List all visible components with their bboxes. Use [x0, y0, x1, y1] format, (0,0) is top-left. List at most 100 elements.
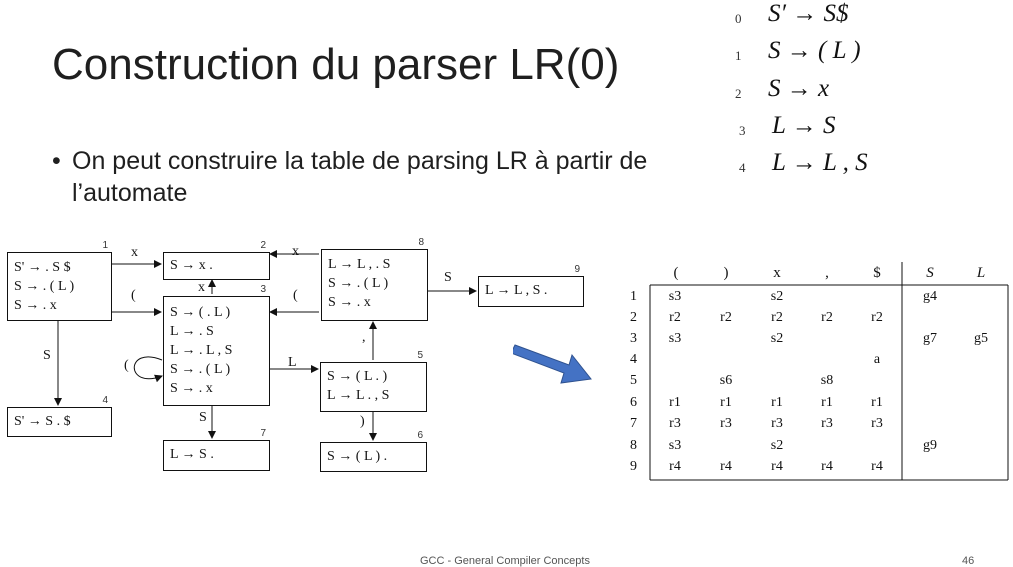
grammar-rule: L → S [772, 112, 836, 139]
table-cell [956, 413, 1006, 434]
table-cell: r3 [871, 416, 883, 431]
table-cell: r1 [720, 395, 732, 410]
self-loop-arrow [133, 356, 163, 383]
state-number: 9 [630, 459, 637, 474]
table-cell [802, 328, 852, 349]
table-cell [905, 349, 955, 370]
table-cell [802, 435, 852, 456]
lr-item: S' → . S $ [14, 260, 71, 275]
transition-label: , [362, 330, 366, 345]
state-number: 3 [630, 331, 637, 346]
table-cell [852, 435, 902, 456]
column-header: ) [723, 265, 729, 281]
slide-title: Construction du parser LR(0) [52, 40, 620, 89]
table-cell [956, 349, 1006, 370]
column-header: $ [873, 265, 881, 281]
table-cell [701, 349, 751, 370]
table-cell: s8 [820, 373, 834, 388]
table-cell: r3 [669, 416, 681, 431]
rule-number: 1 [735, 48, 742, 63]
lr-item: L → . L , S [170, 343, 233, 358]
automaton-arrows [54, 250, 477, 441]
table-cell: r3 [771, 416, 783, 431]
column-header: L [976, 265, 986, 281]
lr-item: S → ( . L ) [170, 305, 231, 320]
transition-label: S [199, 410, 207, 425]
state-1: 1 S' → . S $ S → . ( L ) S → . x [7, 240, 112, 321]
lr-item: S → x . [170, 258, 213, 273]
column-header: S [926, 265, 934, 281]
state-number: 4 [630, 352, 637, 367]
state-2: 2 S → x . [163, 240, 270, 280]
table-cell: g9 [923, 438, 937, 453]
lr-item: S' → S . $ [14, 414, 71, 429]
table-cell: r1 [669, 395, 681, 410]
table-cell: r2 [871, 310, 883, 325]
state-number: 7 [260, 428, 266, 439]
lr-item: S → . ( L ) [328, 276, 389, 291]
transition-label: ( [293, 288, 298, 303]
table-cell: s2 [770, 331, 784, 346]
transition-label: ( [131, 288, 136, 303]
table-cell: s2 [770, 289, 784, 304]
state-number: 9 [574, 264, 580, 275]
table-cell [701, 286, 751, 307]
table-cell: r4 [669, 459, 681, 474]
table-cell: r4 [821, 459, 833, 474]
state-7: 7 L → S . [163, 428, 270, 471]
transition-label: S [43, 348, 51, 363]
rule-number: 0 [735, 11, 742, 26]
state-5: 5 S → ( L . ) L → L . , S [320, 350, 427, 412]
lr-item: S → . x [328, 295, 371, 310]
slide-footer: GCC - General Compiler Concepts [420, 555, 590, 567]
table-lines [649, 262, 1009, 481]
table-cell [956, 456, 1006, 477]
lr-item: L → L , S . [485, 283, 548, 298]
table-cell: r2 [669, 310, 681, 325]
table-cell [852, 286, 902, 307]
table-cell: g4 [923, 289, 937, 304]
state-number: 1 [102, 240, 108, 251]
state-number: 5 [630, 373, 637, 388]
grammar-rule: S → ( L ) [768, 37, 861, 64]
transition-label: L [288, 355, 297, 370]
state-number: 4 [102, 395, 108, 406]
table-cell: r4 [771, 459, 783, 474]
table-cell [802, 349, 852, 370]
table-cell: s2 [770, 438, 784, 453]
lr-parsing-table: ( ) x , $ S L 1 s3 s2 g4 2 r2 r2 r2 r2 r… [615, 262, 1010, 482]
lr-item: S → . ( L ) [170, 362, 231, 377]
table-cell: r3 [720, 416, 732, 431]
state-number: 5 [417, 350, 423, 361]
state-8: 8 L → L , . S S → . ( L ) S → . x [321, 237, 428, 321]
transition-label: x [131, 245, 138, 260]
table-cell: s3 [668, 438, 682, 453]
rule-number: 3 [739, 123, 746, 138]
transition-label: x [198, 280, 205, 295]
table-cell: g7 [923, 331, 937, 346]
state-number: 3 [260, 284, 266, 295]
table-cell [956, 392, 1006, 413]
state-number: 6 [630, 395, 637, 410]
lr-item: S → . x [170, 381, 213, 396]
column-header: , [825, 265, 829, 281]
table-cell [956, 435, 1006, 456]
column-header: ( [673, 265, 679, 281]
state-number: 8 [418, 237, 424, 248]
table-cell: r3 [821, 416, 833, 431]
table-cell [650, 370, 700, 391]
table-cell: r4 [720, 459, 732, 474]
block-arrow [513, 344, 592, 384]
table-cell [752, 349, 802, 370]
page-number: 46 [962, 555, 975, 567]
table-cell [905, 413, 955, 434]
table-cell [905, 307, 955, 328]
table-cell: s3 [668, 289, 682, 304]
lr-item: L → L , . S [328, 257, 391, 272]
grammar-rule: S → x [768, 75, 830, 102]
table-cell: r2 [720, 310, 732, 325]
state-number: 7 [630, 416, 637, 431]
state-4: 4 S' → S . $ [7, 395, 112, 437]
lr-item: L → L . , S [327, 388, 390, 403]
table-cell: r1 [821, 395, 833, 410]
